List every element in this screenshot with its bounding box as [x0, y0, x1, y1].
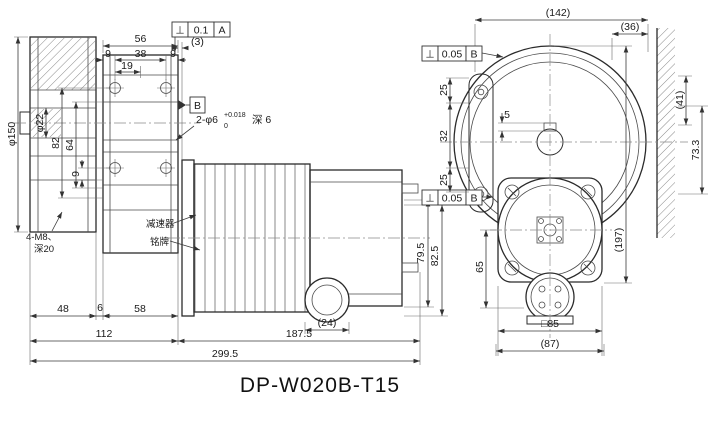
dim-phi150: φ150 [6, 122, 18, 146]
mounting-wall [656, 28, 675, 238]
hole-note-lower-tol: 0 [224, 123, 228, 130]
dim-58: 58 [134, 303, 146, 315]
dim-6: 6 [97, 302, 103, 314]
dim-112: 112 [96, 328, 113, 340]
drawing-title: DP-W020B-T15 [240, 374, 400, 397]
dim-32: 32 [438, 130, 450, 142]
dim-9-right: 9 [170, 48, 176, 60]
dim-38: 38 [135, 48, 147, 60]
dim-73-3: 73.3 [690, 140, 702, 161]
dim-9-left: 9 [105, 48, 111, 60]
hole-note-depth: 深 6 [252, 114, 271, 126]
motor-side [181, 159, 419, 323]
perpendicularity-icon: ⊥ [175, 25, 184, 37]
side-top-dims: 56 9 38 9 19 (3) [95, 33, 204, 160]
dim-41: (41) [674, 91, 686, 110]
dim-5: 5 [504, 109, 510, 121]
part-labels: 减速器 铭牌 4-M8、 深20 [26, 211, 201, 255]
dim-64: 64 [64, 139, 76, 151]
label-4-m8: 4-M8、 [26, 232, 57, 243]
dim-187-5: 187.5 [286, 328, 312, 340]
dim-65: 65 [474, 261, 486, 273]
dim-25-top: 25 [438, 84, 450, 96]
dim-82: 82 [50, 137, 62, 149]
front-right-dims: (197) (41) 73.3 [554, 45, 708, 284]
datum-ref-b: B [470, 193, 477, 205]
dim-sq85: □85 [541, 318, 559, 330]
front-view: (142) (36) ⊥ 0.05 B ⊥ 0.05 B [421, 7, 708, 356]
label-4-m8-depth: 深20 [34, 244, 54, 255]
dim-24: (24) [318, 317, 337, 329]
dim-48: 48 [57, 303, 69, 315]
dim-19: 19 [121, 60, 133, 72]
front-left-dims: 25 32 25 5 65 [438, 77, 544, 309]
perpendicularity-icon: ⊥ [425, 193, 434, 205]
side-left-dims: φ150 φ22 82 64 9 [6, 36, 109, 233]
datum-letter-b: B [194, 100, 201, 112]
side-bottom-dims: 48 6 58 (24) 112 187.5 299.5 [29, 232, 421, 365]
datum-flag-b: B [178, 96, 206, 114]
dim-82-5: 82.5 [429, 246, 441, 267]
dim-gap-3: (3) [191, 36, 204, 48]
dim-79-5: 79.5 [415, 243, 427, 264]
tolerance-frame-a: ⊥ 0.1 A [171, 21, 231, 52]
tolerance-frame-b2: ⊥ 0.05 B [421, 189, 493, 206]
datum-ref-a: A [218, 25, 225, 37]
wheel-side-section [19, 36, 97, 233]
dim-36: (36) [621, 21, 640, 33]
dim-87: (87) [541, 338, 560, 350]
dim-9-bottom: 9 [70, 171, 82, 177]
hole-note-upper-tol: +0.018 [224, 112, 246, 119]
bracket-front [468, 73, 494, 213]
front-bottom-dims: □85 (87) [495, 286, 605, 356]
tolerance-value: 0.05 [442, 193, 463, 205]
dim-197: (197) [613, 228, 625, 253]
dim-299-5: 299.5 [212, 348, 238, 360]
dim-25-bottom: 25 [438, 174, 450, 186]
side-right-dims: 79.5 82.5 [404, 199, 448, 317]
dim-phi22: φ22 [34, 114, 46, 133]
perpendicularity-icon: ⊥ [425, 49, 434, 61]
tolerance-value: 0.1 [194, 25, 209, 37]
label-nameplate: 铭牌 [150, 236, 170, 248]
hole-note-base: 2-φ6 [196, 114, 218, 126]
dim-56: 56 [135, 33, 147, 45]
label-reducer: 减速器 [146, 218, 175, 230]
dowel-hole-note: 2-φ6 +0.018 0 深 6 [175, 112, 271, 141]
side-view: 56 9 38 9 19 (3) ⊥ 0.1 A [6, 21, 448, 365]
front-top-dims: (142) (36) [474, 7, 649, 72]
tolerance-frame-b1: ⊥ 0.05 B [421, 45, 504, 62]
tolerance-value: 0.05 [442, 49, 463, 61]
datum-ref-b: B [470, 49, 477, 61]
dim-142: (142) [546, 7, 571, 19]
